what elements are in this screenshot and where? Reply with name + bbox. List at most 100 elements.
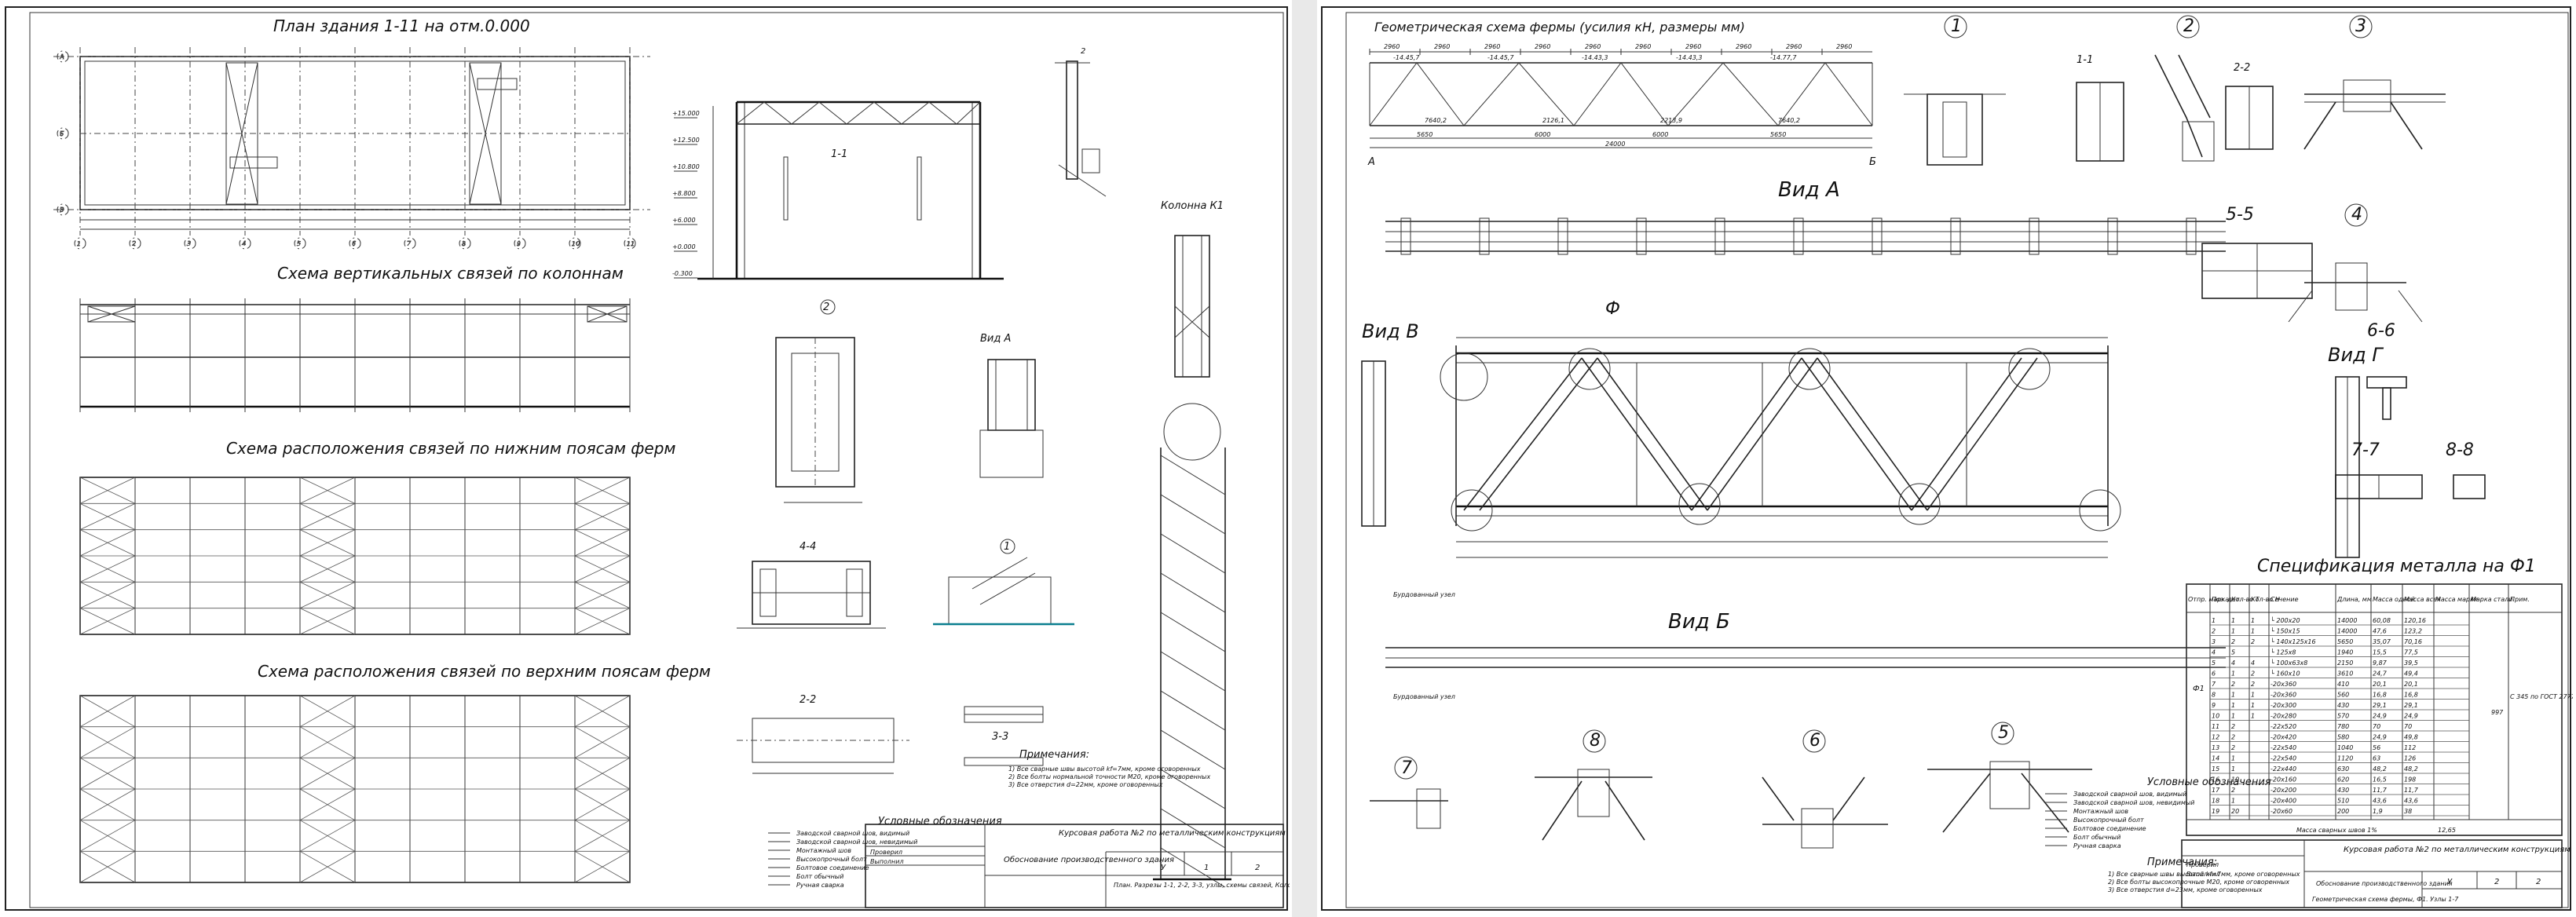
spec-cell: 24,7 <box>2373 670 2388 678</box>
column-lattice-bar <box>1160 651 1226 692</box>
geom-force-top: -14.77,7 <box>1770 54 1797 61</box>
section-2-2-drawing <box>737 718 909 774</box>
spec-cell: 11 <box>2212 723 2219 730</box>
plan-axis-bubble <box>294 237 306 250</box>
tc-cross <box>574 850 631 883</box>
spec-title: Спецификация металла на Ф1 <box>2257 557 2536 576</box>
geom-force-top: -14.45,7 <box>1393 54 1420 61</box>
bc-cross <box>79 529 136 557</box>
sheet-2-drawing: Геометрическая схема фермы (усилия кН, р… <box>1345 12 2573 908</box>
node-1-title-circle <box>1944 15 1967 38</box>
geom-dim-top: 2960 <box>1635 43 1651 50</box>
sheet-2-frame <box>1345 12 2569 908</box>
stamp-sheet-left: 1 <box>1204 864 1209 872</box>
spec-cell: 430 <box>2337 787 2349 794</box>
title-block-left: Курсовая работа №2 по металлическим конс… <box>865 824 1290 908</box>
plan-axis-bubble <box>184 237 196 250</box>
legend-item: Болт обычный <box>796 873 843 880</box>
spec-cell: 63 <box>2373 755 2380 762</box>
assembly-label: Бурдованный узел <box>1393 591 1455 598</box>
bc-cross <box>299 477 356 504</box>
stamp-stage-left: У <box>1161 864 1166 872</box>
view-a-plate <box>1950 217 1961 255</box>
spec-cell: 18 <box>2212 798 2219 805</box>
axis-b-label: Б <box>1869 156 1876 168</box>
spec-cell: 2 <box>2231 681 2235 688</box>
spec-cell: 1 <box>2251 617 2255 624</box>
spec-cell: 2 <box>2231 734 2235 741</box>
vertical-bracing-title: Схема вертикальных связей по колоннам <box>277 264 624 283</box>
bc-cross <box>574 608 631 635</box>
spec-cell: 1 <box>2251 713 2255 720</box>
spec-cell: 43,6 <box>2373 798 2387 805</box>
spec-cell: 6 <box>2212 670 2216 678</box>
geom-dim-total: 24000 <box>1605 141 1625 148</box>
node-5-detail <box>1927 761 2092 833</box>
tc-cross <box>574 757 631 790</box>
spec-header: Масса всех <box>2404 596 2441 603</box>
plan-axis-label: 9 <box>517 240 521 247</box>
bc-cross <box>574 529 631 557</box>
spec-cell: 2 <box>2212 628 2216 635</box>
plan-axis-bubble <box>129 237 141 250</box>
column-lattice-bar <box>1160 808 1226 849</box>
node-6-detail <box>1762 776 1888 849</box>
spec-cell: 2 <box>2251 681 2255 688</box>
column-k1-drawing <box>1153 235 1231 888</box>
legend-item: Монтажный шов <box>2073 808 2128 815</box>
vertical-bracing-scheme <box>79 298 631 412</box>
tc-cross <box>79 820 136 852</box>
spec-cell: 570 <box>2337 713 2349 720</box>
spec-cell: -22х540 <box>2270 755 2296 762</box>
spec-cell: 1120 <box>2337 755 2353 762</box>
section-4-4-drawing <box>737 561 886 629</box>
note-3-left: 3) Все отверстия d=22мм, кроме оговоренн… <box>1008 781 1163 788</box>
column-lattice-bar <box>1160 533 1226 574</box>
node-4-title-circle <box>2344 203 2368 227</box>
spec-cell: 123,2 <box>2404 628 2422 635</box>
legend-item: Монтажный шов <box>796 847 851 854</box>
spec-cell: 112 <box>2404 744 2416 751</box>
view-v-drawing <box>1361 360 1386 527</box>
note-1-right: 1) Все сварные швы высотой kf=7мм, кроме… <box>2108 871 2300 878</box>
plan-row-bubble <box>57 127 69 140</box>
geom-dim-bottom: 6000 <box>1535 131 1550 138</box>
spec-cell: -22х540 <box>2270 744 2296 751</box>
section-elevation-marks: +15.000+12.500+10.800+8.800+6.000+0.000-… <box>672 110 700 279</box>
bc-cross <box>79 608 136 635</box>
spec-cell: -20х360 <box>2270 692 2296 699</box>
legend-item: Болтовое соединение <box>2073 825 2146 832</box>
spec-cell: 1 <box>2231 755 2235 762</box>
spec-cell: 8 <box>2212 692 2216 699</box>
view-a-plate <box>2107 217 2118 255</box>
node-1-title: 1 <box>1951 16 1962 36</box>
legend-item: Высокопрочный болт <box>2073 817 2144 824</box>
spec-cell: 1 <box>2231 702 2235 709</box>
plan-axis-label: 4 <box>242 240 246 247</box>
tc-cross <box>299 757 356 790</box>
bottom-chord-bracing-scheme <box>79 477 631 635</box>
spec-cell: -20х200 <box>2270 787 2296 794</box>
plan-row-bubble <box>57 50 69 63</box>
geom-force-top: -14.45,7 <box>1487 54 1514 61</box>
spec-cell: 19 <box>2212 808 2219 815</box>
stamp-role-done-right: Выполнил <box>2186 871 2220 878</box>
node-2-detail-right <box>2154 54 2215 162</box>
plan-axis-label: 1 <box>77 240 81 247</box>
spec-cell: 2 <box>2231 638 2235 645</box>
node-2-detail-left <box>1055 60 1107 197</box>
spec-cell: 9,87 <box>2373 659 2388 667</box>
spec-cell: 16,5 <box>2373 776 2387 784</box>
legend-item: Заводской сварной шов, невидимый <box>2073 799 2194 806</box>
spec-cell: 1 <box>2231 617 2235 624</box>
tc-cross <box>299 820 356 852</box>
spec-header: Прим. <box>2510 596 2530 603</box>
node-2-label-left: 2 <box>1081 47 1085 56</box>
sheet-1-frame <box>29 12 1284 908</box>
tc-cross <box>574 788 631 821</box>
spec-cell: 1 <box>2231 692 2235 699</box>
geom-dim-bottom: 5650 <box>1417 131 1433 138</box>
plan-axis-label: 3 <box>187 240 191 247</box>
plan-axis-label: 10 <box>572 240 580 247</box>
notes-title-left: Примечания: <box>1019 749 1089 761</box>
